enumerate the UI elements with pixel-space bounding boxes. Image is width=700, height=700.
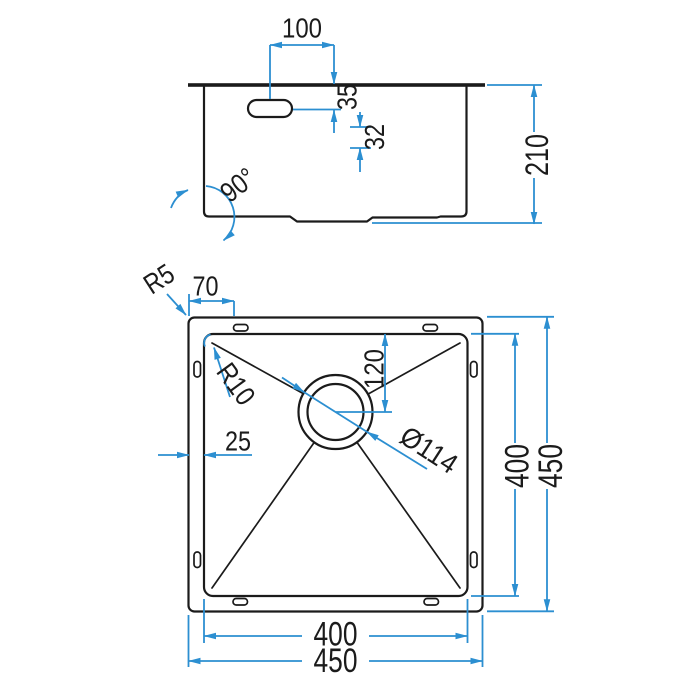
- dimension-bowl-depth: 210: [372, 84, 555, 225]
- dim-inner-length-label: 400: [499, 444, 537, 488]
- dimension-corner-angle: 90°: [170, 162, 262, 242]
- dimension-inner-width: 400: [203, 599, 469, 654]
- dim-outer-radius-label: R5: [138, 258, 180, 300]
- dim-overflow-depth-label: 35: [332, 84, 363, 110]
- mount-slot-left-lower: [193, 551, 202, 569]
- mount-slot-bottom-left: [232, 597, 249, 606]
- overflow-slot: [246, 98, 294, 119]
- dim-outer-width-mask: [302, 648, 369, 674]
- dimension-drain-offset: 120: [336, 333, 392, 413]
- dim-inner-width-mask: [302, 621, 369, 647]
- dim-drain-diameter-label: Ø114: [395, 420, 464, 480]
- slope-line-bottom-right: [356, 441, 461, 589]
- dimension-inner-radius: R10: [203, 333, 262, 411]
- dim-inner-width-label: 400: [314, 616, 358, 654]
- dimension-outer-radius: R5: [138, 258, 187, 316]
- dim-corner-angle-label: 90°: [214, 162, 261, 209]
- dim-secondary-depth-label: 32: [359, 124, 390, 150]
- mount-slot-right-lower: [469, 551, 478, 569]
- inner-bowl-outline: [202, 332, 469, 598]
- dimension-outer-length: 450: [487, 315, 570, 613]
- dim-bowl-depth-label: 210: [519, 134, 555, 176]
- dimension-clip-offset: 70: [188, 271, 235, 316]
- mount-slot-left-upper: [193, 360, 202, 378]
- dimension-flange-width: 25: [158, 426, 252, 459]
- plan-view: R5 70 R10 120 Ø114: [138, 258, 570, 680]
- dim-outer-width-label: 450: [314, 642, 358, 680]
- dimension-top-width: 100: [269, 13, 335, 99]
- dim-inner-length-mask: [504, 443, 531, 489]
- dim-top-width-label: 100: [282, 13, 322, 44]
- side-view: 100 35 32 210 90°: [170, 13, 555, 242]
- dim-bowl-depth-mask: [524, 132, 550, 178]
- dim-clip-offset-label: 70: [193, 271, 219, 302]
- dim-drain-offset-label: 120: [359, 349, 390, 389]
- mount-slot-bottom-right: [423, 597, 440, 606]
- dim-flange-width-label: 25: [225, 426, 251, 457]
- dimension-overflow-depth: 35: [293, 45, 363, 133]
- dim-outer-length-label: 450: [532, 444, 570, 488]
- slope-line-top-left: [211, 342, 305, 395]
- dimension-outer-width: 450: [187, 615, 484, 680]
- sink-bowl-outline: [202, 85, 468, 223]
- outer-flange-outline: [187, 316, 484, 613]
- countertop-line: [188, 83, 485, 87]
- mount-slot-right-upper: [469, 360, 478, 378]
- slope-line-bottom-left: [211, 441, 316, 589]
- dim-inner-radius-label: R10: [211, 357, 262, 411]
- dim-outer-length-mask: [538, 443, 564, 489]
- dimension-secondary-depth: 32: [350, 112, 390, 172]
- dimension-inner-length: 400: [471, 332, 537, 597]
- mount-slot-top-right: [422, 323, 439, 332]
- mount-slot-top-left: [232, 323, 249, 332]
